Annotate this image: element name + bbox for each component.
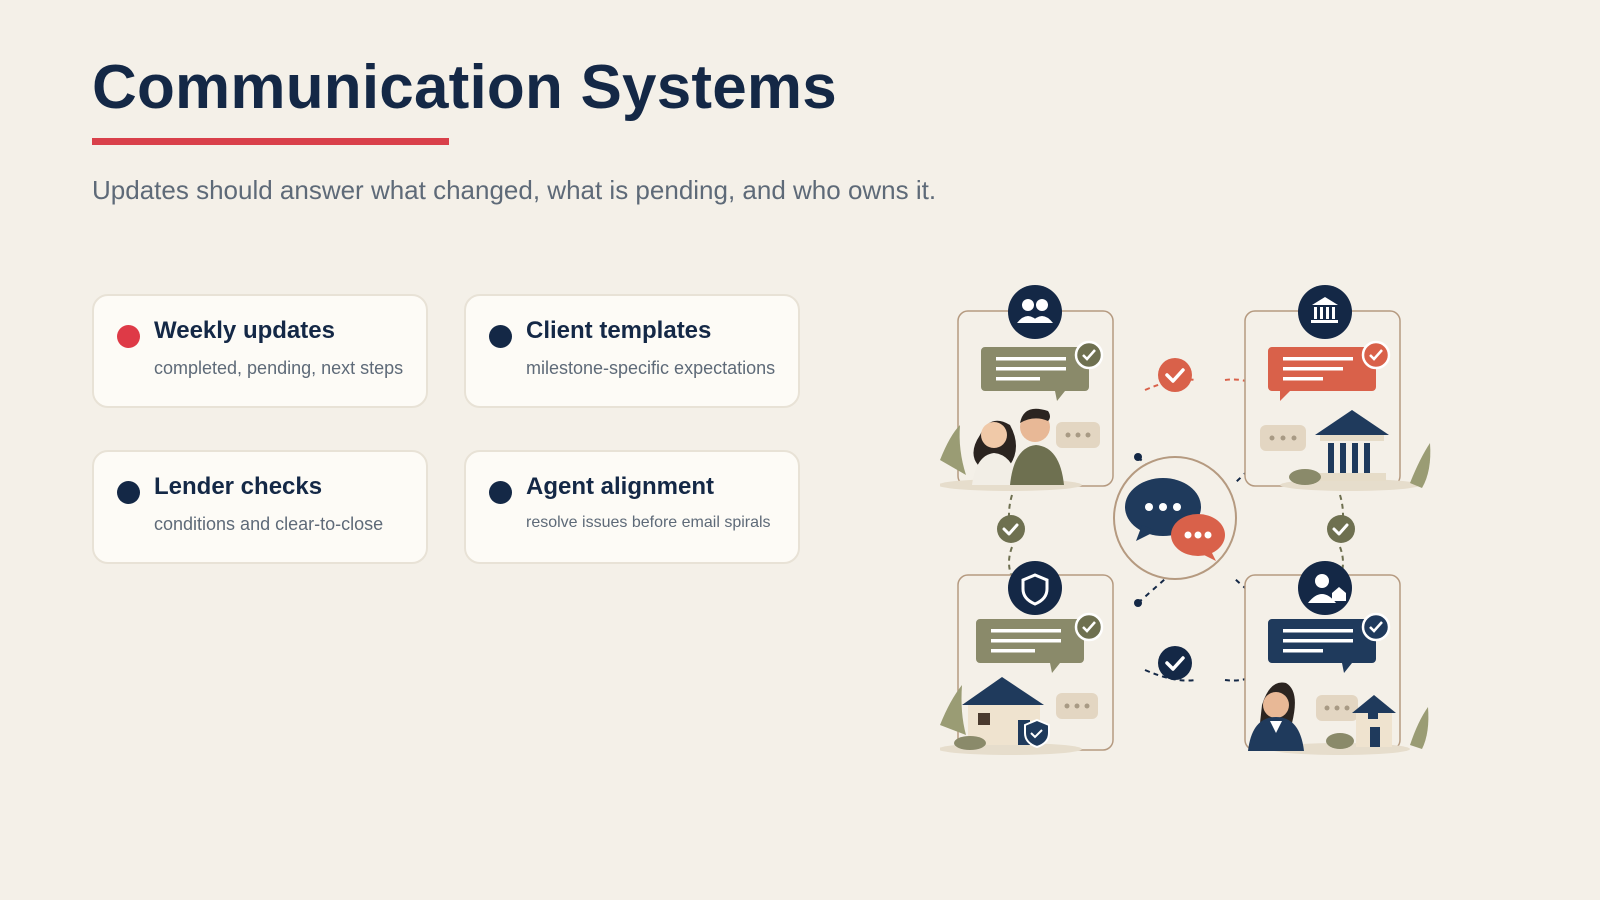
communication-network-illustration: [940, 285, 1431, 755]
card-title: Lender checks: [154, 473, 323, 500]
check-badge-left: [997, 515, 1025, 543]
chat-bubbles-icon: [1113, 456, 1237, 580]
bank-icon: [1311, 297, 1338, 323]
bullet-dot: [489, 325, 512, 348]
agent-home-icon: [1308, 574, 1346, 603]
bullet-dot: [117, 325, 140, 348]
card-description: milestone-specific expectations: [526, 358, 776, 378]
page-title: Communication Systems: [92, 53, 837, 122]
node-clients: [940, 285, 1114, 491]
card-description: conditions and clear-to-close: [154, 514, 384, 534]
check-badge-top: [1158, 358, 1192, 392]
node-lender: [1244, 285, 1431, 491]
card-title: Agent alignment: [526, 473, 715, 500]
card-agent-alignment: Agent alignment resolve issues before em…: [464, 450, 800, 564]
card-weekly-updates: Weekly updates completed, pending, next …: [92, 294, 428, 408]
card-title: Weekly updates: [154, 317, 335, 344]
card-client-templates: Client templates milestone-specific expe…: [464, 294, 800, 408]
page-subtitle: Updates should answer what changed, what…: [92, 175, 937, 205]
node-insurance: [940, 561, 1114, 755]
check-badge-right: [1327, 515, 1355, 543]
card-lender-checks: Lender checks conditions and clear-to-cl…: [92, 450, 428, 564]
card-description: resolve issues before email spirals: [526, 514, 771, 531]
shield-icon: [1021, 573, 1049, 606]
node-agent: [1244, 561, 1429, 755]
card-title: Client templates: [526, 317, 712, 344]
people-icon: [1017, 299, 1053, 323]
bullet-dot: [489, 481, 512, 504]
check-badge-bottom: [1158, 646, 1192, 680]
title-underline: [92, 138, 449, 145]
card-description: completed, pending, next steps: [154, 358, 404, 378]
bullet-dot: [117, 481, 140, 504]
